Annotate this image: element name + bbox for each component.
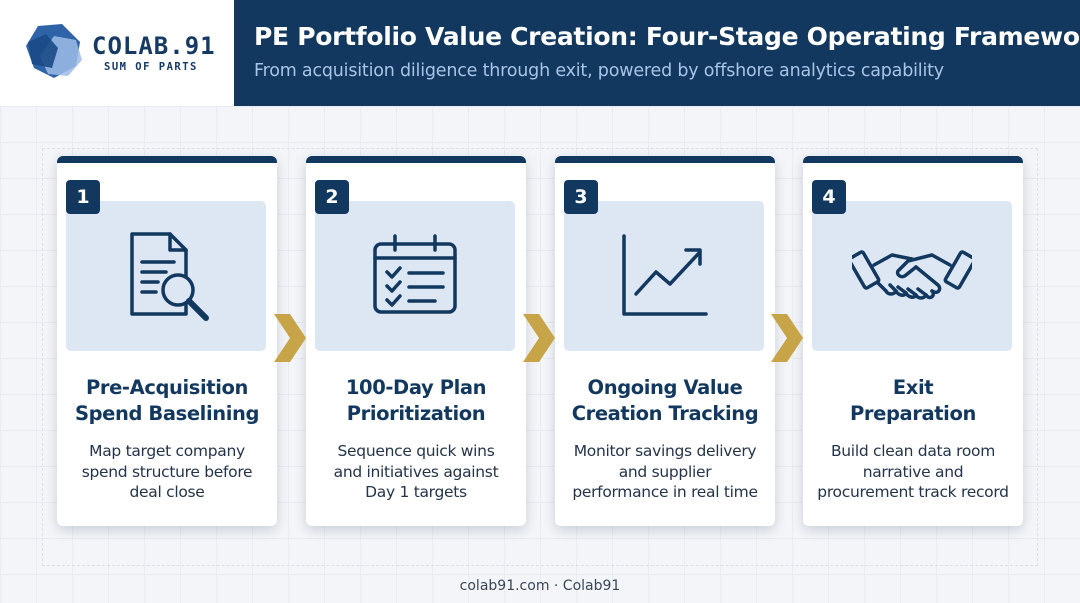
stage-title: Exit Preparation <box>850 376 976 425</box>
stage-card-4: 4 Exit Preparation Build clean data room… <box>803 156 1023 526</box>
handshake-icon <box>852 250 972 300</box>
calendar-checklist-icon <box>373 234 457 314</box>
header: COLAB.91 SUM OF PARTS PE Portfolio Value… <box>0 0 1080 106</box>
stage-icon-panel <box>812 201 1012 351</box>
line-chart-icon <box>622 234 708 316</box>
stage-card-1: 1 Pre-Acquisition Spend Baselining Map t… <box>57 156 277 526</box>
stage-icon-panel <box>66 201 266 351</box>
brand-tagline: SUM OF PARTS <box>104 61 198 73</box>
stage-number-badge: 2 <box>315 180 349 214</box>
flow-arrow-icon <box>523 314 555 362</box>
stage-description: Sequence quick wins and initiatives agai… <box>333 442 499 501</box>
stage-description: Monitor savings delivery and supplier pe… <box>572 442 758 501</box>
stage-icon-panel <box>315 201 515 351</box>
flow-arrow-icon <box>771 314 803 362</box>
stage-description: Build clean data room narrative and proc… <box>817 442 1009 501</box>
stage-number-badge: 4 <box>812 180 846 214</box>
stage-title: Pre-Acquisition Spend Baselining <box>74 376 260 425</box>
footer-text: colab91.com · Colab91 <box>459 578 621 594</box>
stage-title: Ongoing Value Creation Tracking <box>571 376 759 425</box>
page-title: PE Portfolio Value Creation: Four-Stage … <box>254 22 1080 51</box>
brand-name: COLAB.91 <box>92 32 216 60</box>
document-search-icon <box>130 232 209 321</box>
colab-logo-mark-icon <box>26 24 82 78</box>
stage-number-badge: 3 <box>564 180 598 214</box>
page-subtitle: From acquisition diligence through exit,… <box>254 61 944 81</box>
title-bar: PE Portfolio Value Creation: Four-Stage … <box>234 0 1080 106</box>
stage-description: Map target company spend structure befor… <box>81 442 253 501</box>
stage-card-3: 3 Ongoing Value Creation Tracking Monito… <box>555 156 775 526</box>
stage-number-badge: 1 <box>66 180 100 214</box>
logo: COLAB.91 SUM OF PARTS <box>0 0 234 106</box>
stage-title: 100-Day Plan Prioritization <box>345 376 487 425</box>
framework-outline <box>42 148 1038 566</box>
flow-arrow-icon <box>274 314 306 362</box>
stage-card-2: 2 100-Day Plan Prioritization Sequence q… <box>306 156 526 526</box>
stage-icon-panel <box>564 201 764 351</box>
